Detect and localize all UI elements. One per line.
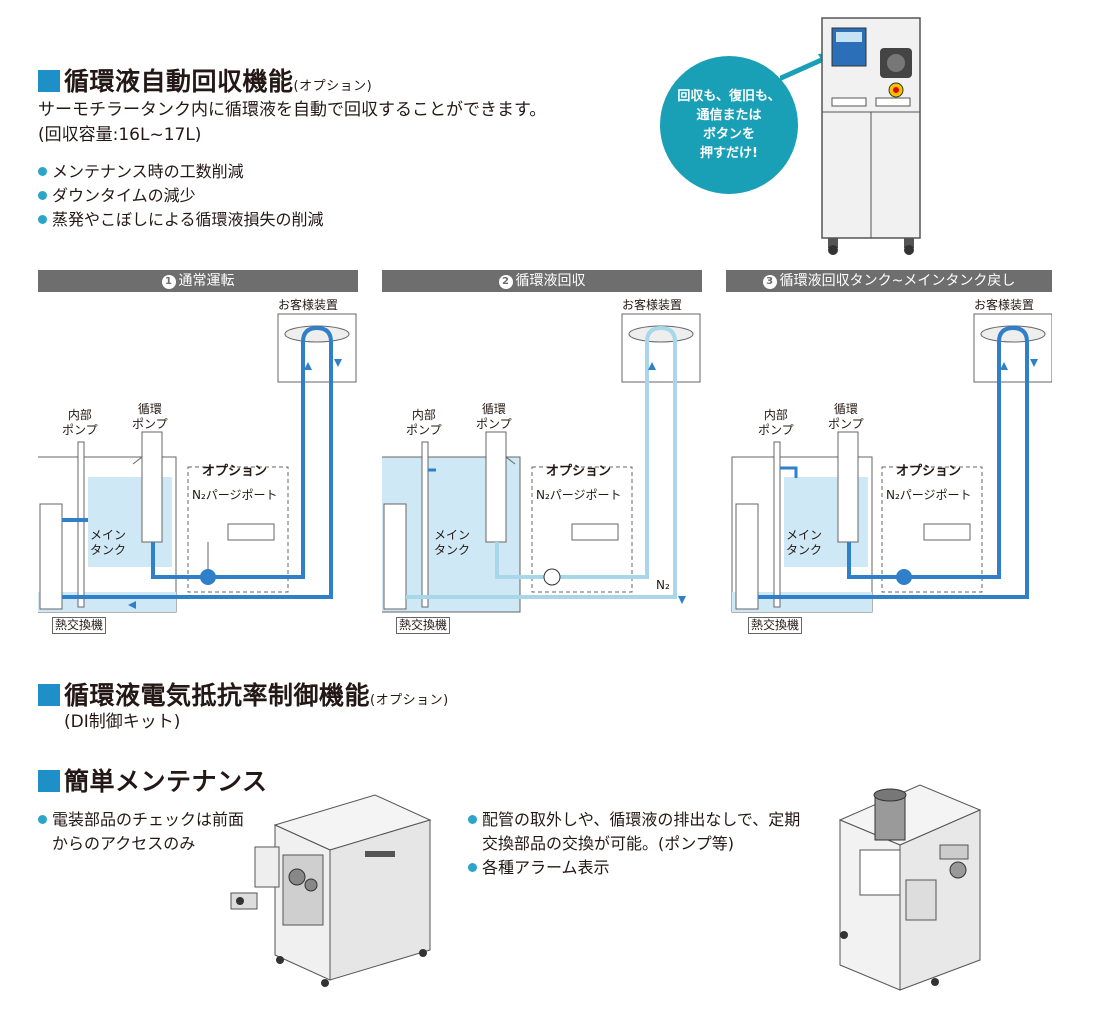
- heat-exchanger-label: 熱交換機: [52, 617, 107, 634]
- flow-diagram-2: [382, 313, 701, 613]
- chiller-internal-illustration: [838, 784, 982, 991]
- internal-pump-label: 内部ポンプ: [406, 408, 442, 437]
- customer-equipment-label: お客様装置: [278, 298, 339, 312]
- n2-purge-port-label: N₂パージポート: [192, 488, 278, 502]
- main-tank-label: メインタンク: [434, 528, 471, 557]
- section-square-icon: [38, 770, 60, 792]
- option-note: (オプション): [293, 79, 373, 94]
- panel-2-diagram: お客様装置 内部ポンプ 循環ポンプ オプション N₂パージポート メインタンク …: [382, 292, 702, 637]
- chiller-front-access-illustration: [230, 794, 432, 987]
- panel-1-diagram: お客様装置 内部ポンプ 循環ポンプ オプション N₂パージポート メインタンク …: [38, 292, 358, 637]
- list-item: 配管の取外しや、循環液の排出なしで、定期: [468, 808, 800, 832]
- internal-pump-label: 内部ポンプ: [62, 408, 98, 437]
- recovery-title: 循環液自動回収機能(オプション): [38, 62, 372, 98]
- section-square-icon: [38, 684, 60, 706]
- main-tank-label: メインタンク: [90, 528, 127, 557]
- heat-exchanger-label: 熱交換機: [396, 617, 451, 634]
- internal-pump-label: 内部ポンプ: [758, 408, 794, 437]
- list-item: 各種アラーム表示: [468, 856, 800, 880]
- circulation-pump-label: 循環ポンプ: [828, 402, 864, 431]
- circulation-pump-label: 循環ポンプ: [132, 402, 168, 431]
- n2-purge-port-label: N₂パージポート: [886, 488, 972, 502]
- option-label: オプション: [202, 464, 268, 479]
- chiller-unit-illustration: [780, 17, 921, 255]
- list-item: メンテナンス時の工数削減: [38, 160, 324, 184]
- list-item: 電装部品のチェックは前面: [38, 808, 244, 832]
- n2-label: N₂: [656, 578, 670, 592]
- list-item: からのアクセスのみ: [52, 834, 196, 853]
- main-tank-label: メインタンク: [786, 528, 823, 557]
- flow-diagram-3: [731, 313, 1052, 613]
- panel-3-diagram: お客様装置 内部ポンプ 循環ポンプ オプション N₂パージポート メインタンク …: [726, 292, 1052, 637]
- callout-bubble: 回収も、復旧も、 通信または ボタンを 押すだけ!: [660, 56, 798, 194]
- n2-purge-port-label: N₂パージポート: [536, 488, 622, 502]
- option-note: (オプション): [370, 693, 449, 708]
- list-item: 交換部品の交換が可能。(ポンプ等): [482, 834, 735, 853]
- recovery-bullets: メンテナンス時の工数削減 ダウンタイムの減少 蒸発やこぼしによる循環液損失の削減: [38, 160, 324, 232]
- option-label: オプション: [896, 464, 962, 479]
- customer-equipment-label: お客様装置: [974, 298, 1035, 312]
- circulation-pump-label: 循環ポンプ: [476, 402, 512, 431]
- maintenance-title: 簡単メンテナンス: [38, 762, 268, 798]
- recovery-description: サーモチラータンク内に循環液を自動で回収することができます。 (回収容量:16L…: [38, 100, 547, 145]
- flow-diagram-1: [38, 313, 357, 613]
- list-item: ダウンタイムの減少: [38, 184, 324, 208]
- resistivity-title: 循環液電気抵抗率制御機能(オプション): [38, 676, 449, 712]
- list-item: 蒸発やこぼしによる循環液損失の削減: [38, 208, 324, 232]
- maintenance-right-bullets: 配管の取外しや、循環液の排出なしで、定期 交換部品の交換が可能。(ポンプ等) 各…: [468, 808, 800, 880]
- section-square-icon: [38, 70, 60, 92]
- resistivity-subtitle: (DI制御キット): [64, 712, 181, 732]
- heat-exchanger-label: 熱交換機: [748, 617, 803, 634]
- option-label: オプション: [546, 464, 612, 479]
- customer-equipment-label: お客様装置: [622, 298, 683, 312]
- maintenance-left-bullets: 電装部品のチェックは前面 からのアクセスのみ: [38, 808, 244, 856]
